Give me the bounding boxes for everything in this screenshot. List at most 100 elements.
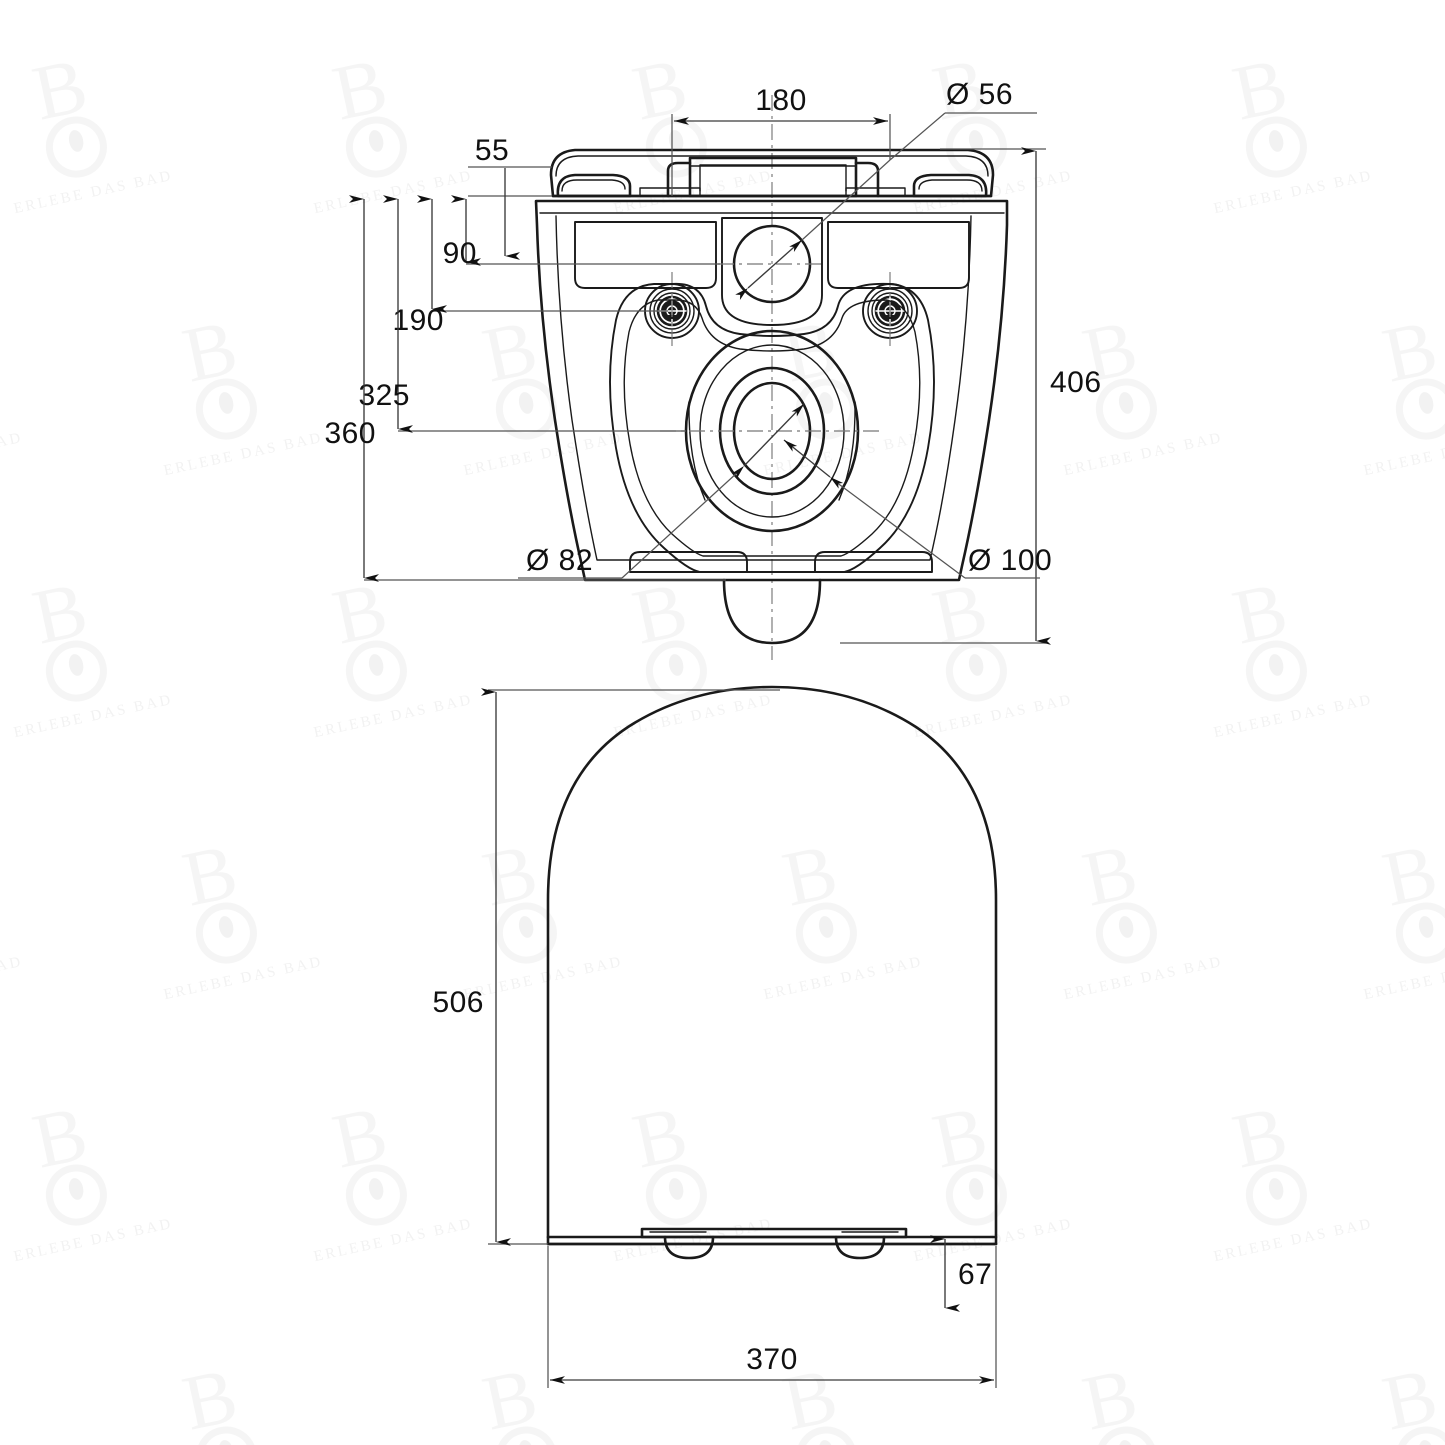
watermark-logo-dot — [818, 392, 834, 414]
watermark-logo-ring — [945, 1164, 1007, 1226]
watermark-text: ERLEBE DAS BAD — [312, 692, 474, 741]
watermark-logo-ring — [195, 378, 257, 440]
watermark-text: ERLEBE DAS BAD — [762, 954, 924, 1003]
dimension-label-406: 406 — [1050, 366, 1102, 399]
watermark-logo-dot — [1268, 1178, 1284, 1200]
watermark-text: ERLEBE DAS BAD — [612, 168, 774, 217]
dimension-label-360: 360 — [324, 417, 376, 450]
watermark-logo-ring — [345, 640, 407, 702]
watermark-text: ERLEBE DAS BAD — [462, 430, 624, 479]
dimension-180: 180 — [671, 84, 891, 196]
dimension-90: 90 — [443, 195, 720, 270]
watermark-logo-ring — [345, 116, 407, 178]
watermark-logo-ring — [645, 1164, 707, 1226]
watermark-logo-dot — [518, 392, 534, 414]
watermark-logo-dot — [818, 916, 834, 938]
hinge-plate-strip — [640, 1227, 908, 1239]
watermark-logo-ring — [795, 902, 857, 964]
watermark-logo-dot — [668, 654, 684, 676]
watermark-logo-ring — [45, 640, 107, 702]
watermark-logo-dot — [1118, 392, 1134, 414]
dimension-label-190: 190 — [392, 304, 444, 337]
dimension-label-d100: Ø 100 — [968, 544, 1052, 577]
watermark-logo-dot — [68, 130, 84, 152]
upper-recess-panels — [574, 221, 970, 289]
watermark-text: ERLEBE DAS BAD — [12, 692, 174, 741]
watermark-text: ERLEBE DAS BAD — [912, 692, 1074, 741]
dimension-label-55: 55 — [475, 134, 509, 167]
dimension-370: 370 — [547, 1246, 997, 1388]
watermark-text: ERLEBE DAS BAD — [12, 168, 174, 217]
watermark-logo-ring — [1395, 902, 1445, 964]
watermark-text: ERLEBE DAS BAD — [462, 954, 624, 1003]
watermark-logo-dot — [518, 916, 534, 938]
watermark-logo-dot — [1268, 654, 1284, 676]
dimension-label-67: 67 — [958, 1258, 992, 1291]
watermark-logo-ring — [495, 1426, 557, 1445]
top-view-group: 506 67 370 — [432, 685, 998, 1388]
watermark-logo-ring — [45, 1164, 107, 1226]
watermark-logo-ring — [795, 1426, 857, 1445]
dimension-d56: Ø 56 — [735, 78, 1037, 300]
rear-view-group: 180 Ø 56 55 90 190 — [324, 78, 1101, 660]
watermark-text: ERLEBE DAS BAD — [612, 692, 774, 741]
watermark-logo-ring — [195, 1426, 257, 1445]
watermark-text: ERLEBE DAS BAD — [12, 1216, 174, 1265]
dimension-label-d82: Ø 82 — [526, 544, 593, 577]
dimension-label-180: 180 — [755, 84, 807, 117]
watermark-logo-dot — [218, 916, 234, 938]
waste-outlet-spigot — [722, 578, 822, 645]
dimension-label-d56: Ø 56 — [946, 78, 1013, 111]
outlet-shroud — [609, 282, 935, 573]
mounting-bolt-right — [862, 272, 918, 350]
watermark-logo-dot — [368, 1178, 384, 1200]
watermark-logo-dot — [1118, 916, 1134, 938]
watermark-logo-ring — [1395, 1426, 1445, 1445]
dimension-label-90: 90 — [443, 237, 477, 270]
watermark-text: ERLEBE DAS BAD — [162, 430, 324, 479]
watermark-logo-dot — [968, 130, 984, 152]
ceramic-body-outline — [534, 199, 1009, 582]
dimension-d100: Ø 100 — [783, 439, 1052, 579]
watermark-logo-dot — [1418, 916, 1434, 938]
watermark-logo-ring — [1095, 1426, 1157, 1445]
watermark-logo-ring — [345, 1164, 407, 1226]
dimension-190: 190 — [392, 195, 668, 337]
watermark-logo-ring — [945, 640, 1007, 702]
watermark-text: ERLEBE DAS BAD — [1212, 1216, 1374, 1265]
watermark-logo-ring — [645, 640, 707, 702]
watermark-text: ERLEBE DAS BAD — [1212, 692, 1374, 741]
watermark-logo-dot — [968, 1178, 984, 1200]
watermark-logo-dot — [68, 654, 84, 676]
dimension-label-370: 370 — [746, 1343, 798, 1376]
watermark-logo-dot — [1268, 130, 1284, 152]
watermark-text: ERLEBE DAS BAD — [162, 954, 324, 1003]
watermark-logo-ring — [1245, 116, 1307, 178]
watermark-logo-dot — [968, 654, 984, 676]
dimension-506: 506 — [432, 688, 780, 1246]
hinge-bumper-left — [663, 1235, 715, 1260]
watermark-logo-ring — [195, 902, 257, 964]
watermark-text: ERLEBE DAS BAD — [1212, 168, 1374, 217]
